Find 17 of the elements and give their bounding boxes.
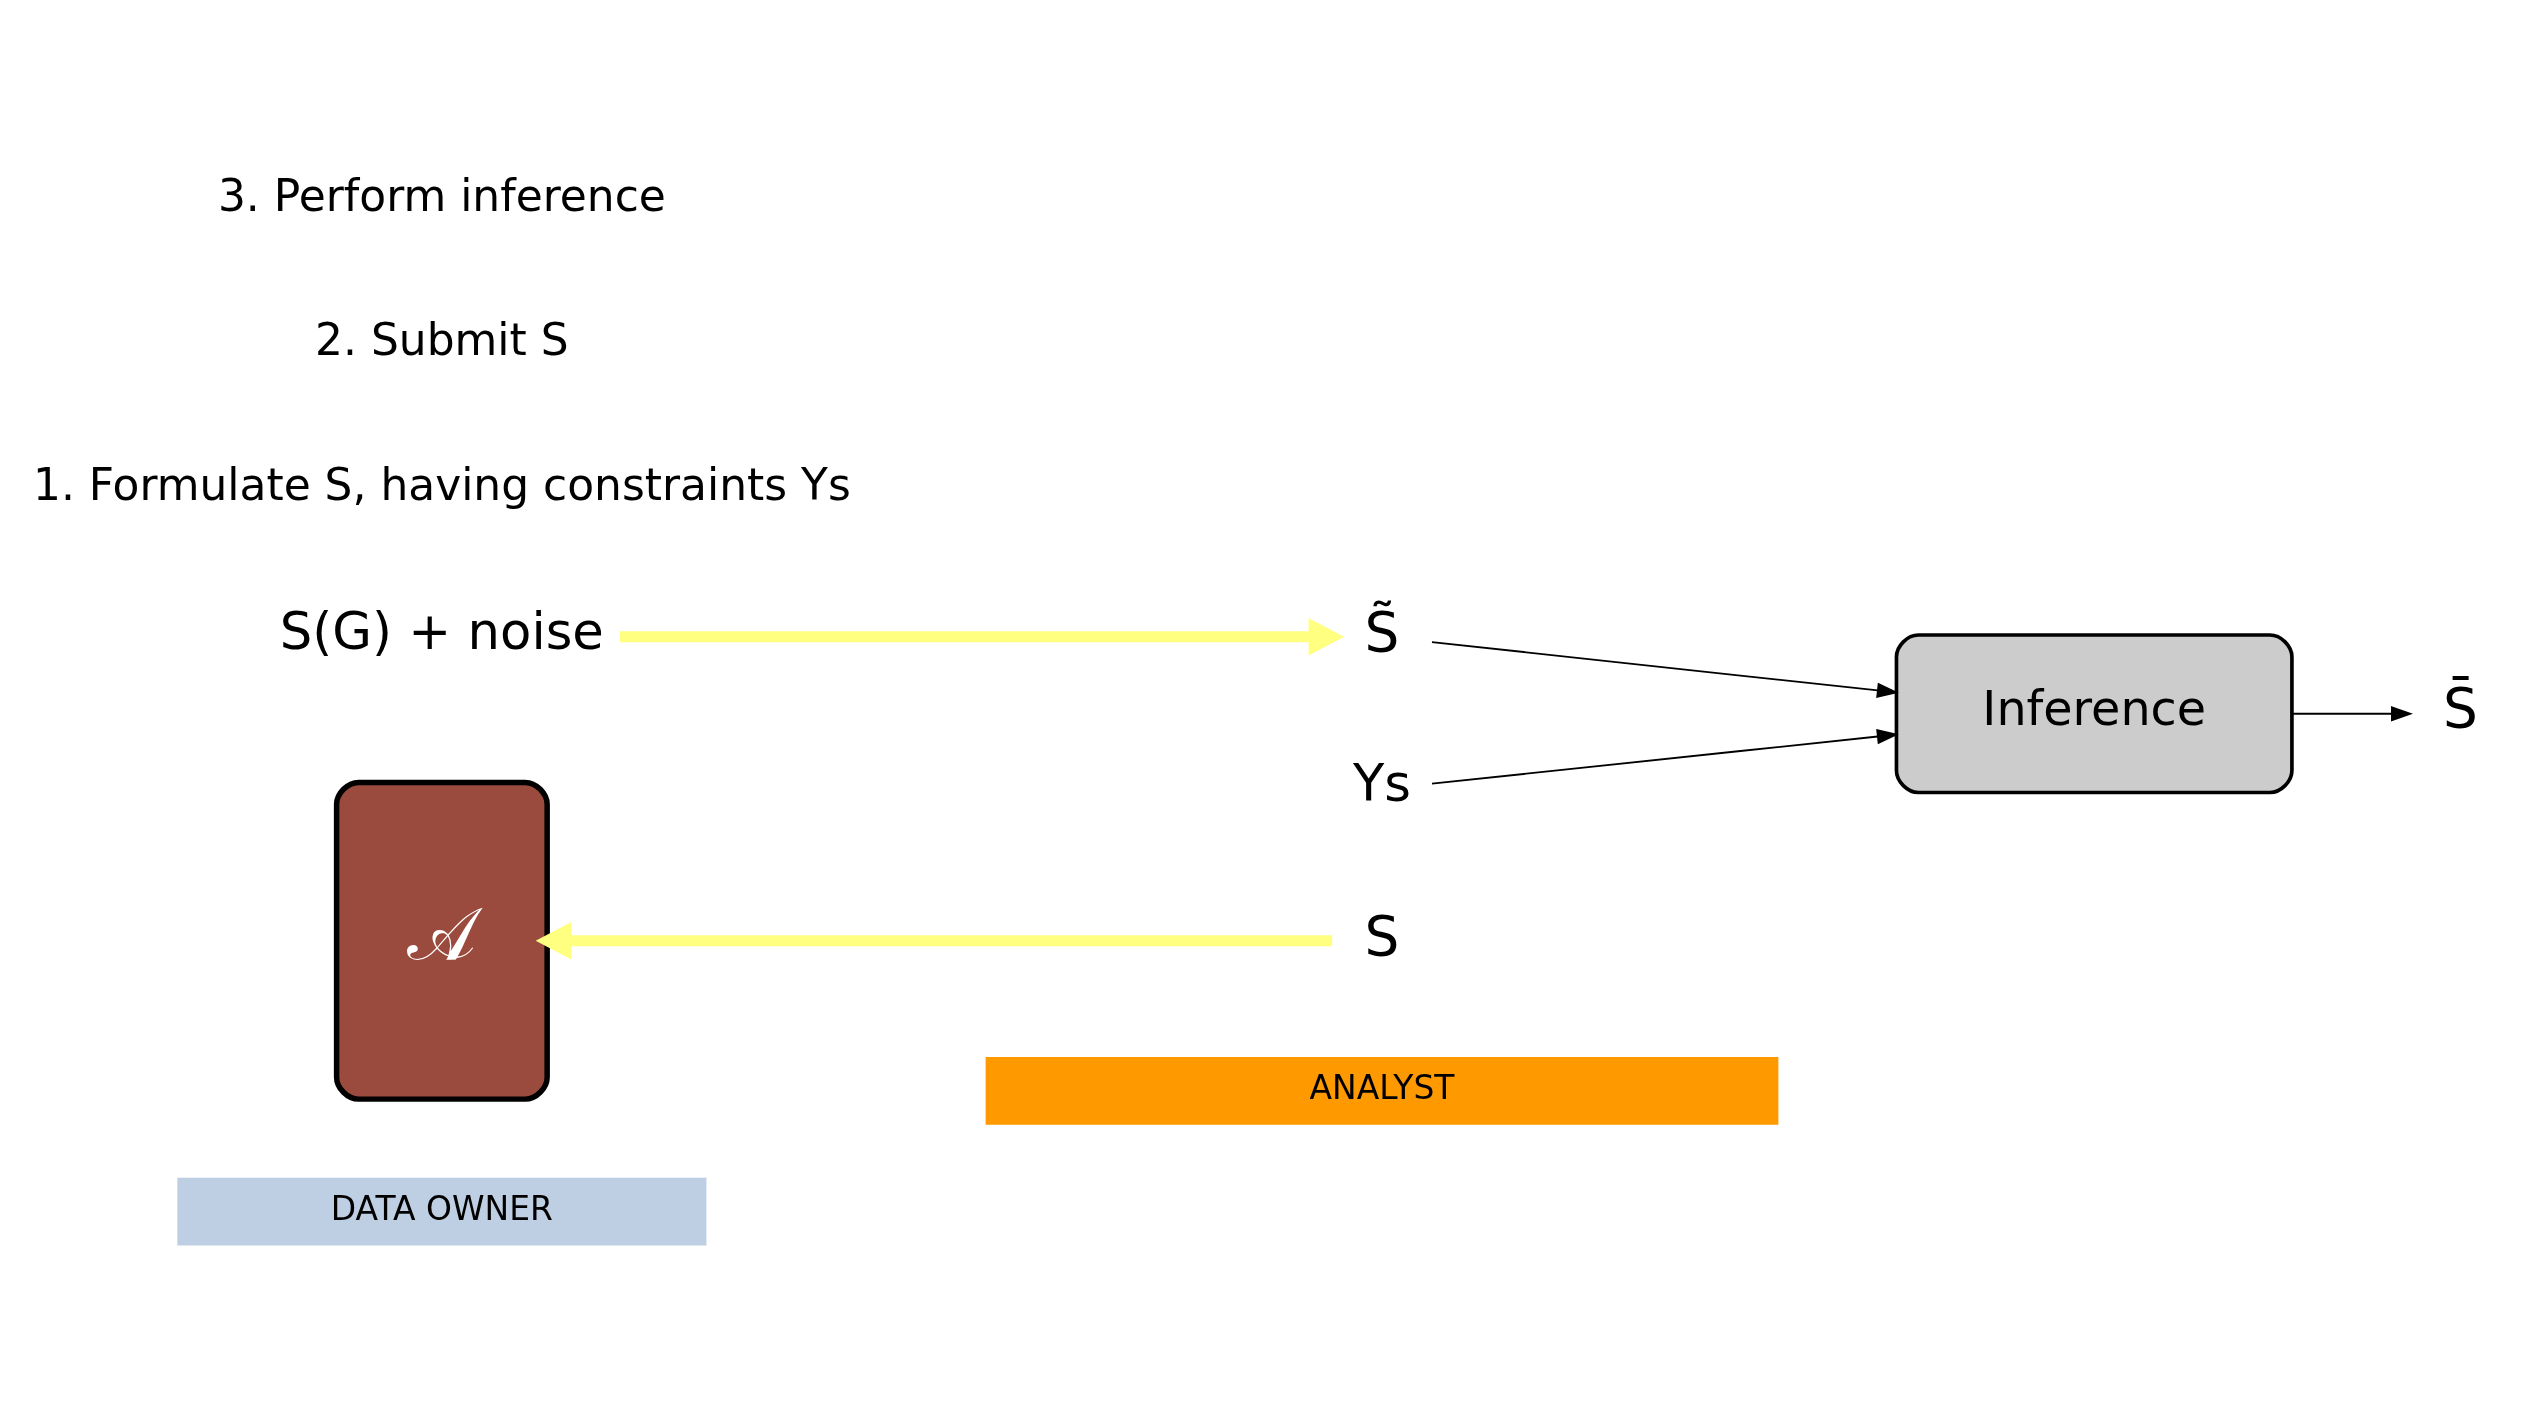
label: 2. Submit S [315,314,569,366]
node-box: 𝒜 [333,779,550,1102]
node-text: S [1364,903,1400,968]
node-text: S̄ [2442,676,2478,741]
arrow [1431,728,1899,785]
arrow [1431,641,1899,699]
arrow [2291,706,2413,722]
node-text: S̃ [1364,599,1400,664]
arrow [535,922,1333,960]
label: 1. Formulate S, having constraints Υs [32,458,851,510]
node-text: Υs [1353,753,1412,814]
arrow [619,618,1345,656]
node-text: S(G) + noise [279,601,604,662]
node-box: Inference [1894,633,2294,795]
node-box: DATA OWNER [177,1177,707,1246]
node-box: ANALYST [985,1057,1779,1125]
label: 3. Perform inference [217,169,666,221]
